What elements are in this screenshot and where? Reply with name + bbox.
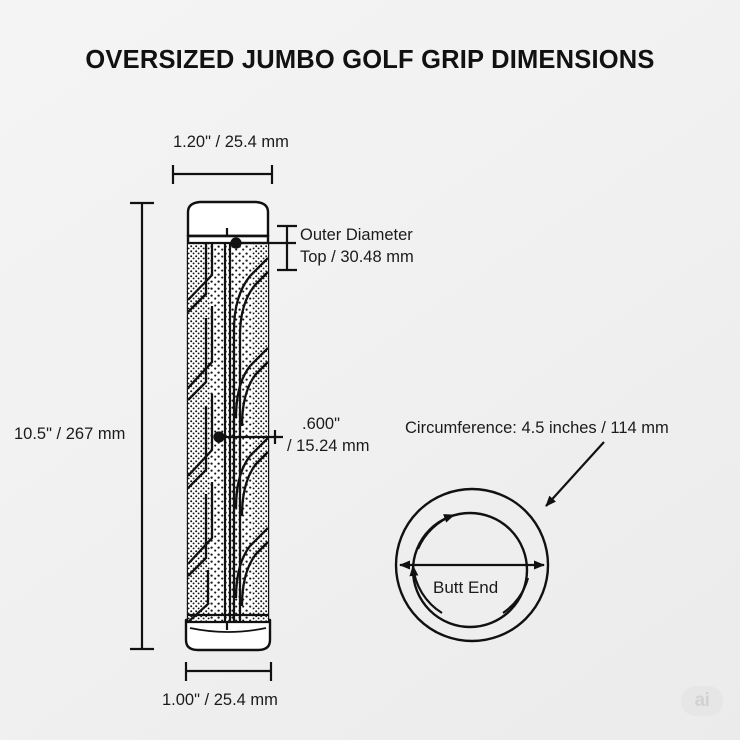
grip-rubber-texture	[188, 243, 268, 622]
outer-diameter-label-line2: Top / 30.48 mm	[300, 248, 414, 266]
mid-diameter-label-line2: / 15.24 mm	[287, 437, 370, 455]
mid-diameter-label-line1: .600"	[302, 415, 340, 433]
overall-length-dimension	[130, 201, 154, 651]
page-title: OVERSIZED JUMBO GOLF GRIP DIMENSIONS	[85, 46, 655, 74]
butt-end-label: Butt End	[433, 578, 499, 597]
overall-length-label: 10.5" / 267 mm	[14, 425, 126, 443]
top-diameter-label: 1.20" / 25.4 mm	[173, 133, 289, 151]
grip-band-lines	[186, 228, 270, 633]
bottom-diameter-dimension	[184, 662, 273, 681]
circumference-label: Circumference: 4.5 inches / 114 mm	[405, 419, 669, 437]
bottom-diameter-label: 1.00" / 25.4 mm	[162, 691, 278, 709]
top-diameter-dimension	[171, 165, 274, 184]
mid-diameter-callout	[219, 430, 283, 444]
outer-diameter-callout	[236, 224, 297, 272]
ai-watermark: ai	[681, 686, 723, 716]
circumference-arc-arrow	[409, 513, 530, 614]
outer-diameter-point	[230, 237, 242, 249]
circumference-leader-arrow	[545, 441, 605, 507]
outer-diameter-label-line1: Outer Diameter	[300, 226, 413, 244]
mid-diameter-point	[213, 431, 225, 443]
